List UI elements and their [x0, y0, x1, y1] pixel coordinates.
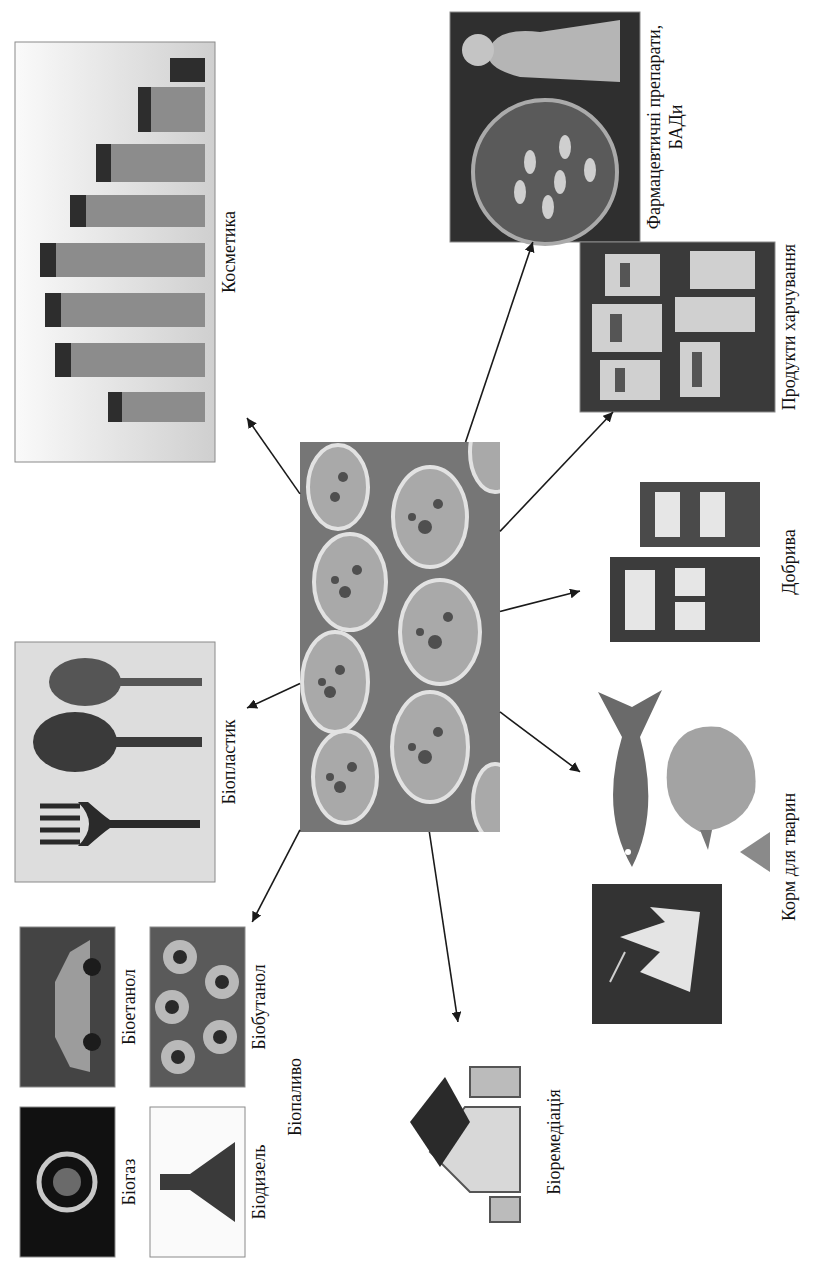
item-label: Фармацевтичні препарати, БАДи	[640, 12, 687, 242]
picture-area	[450, 12, 640, 242]
item-label: Добрива	[775, 472, 801, 652]
label-block: Біоремедіація	[540, 1022, 566, 1262]
picture-node: Фармацевтичні препарати, БАДи	[450, 12, 693, 242]
cosmetics-photo	[15, 42, 215, 462]
biobutanol-photo	[150, 927, 245, 1087]
picture-node: Косметика	[15, 42, 247, 462]
arrow-connector	[247, 683, 300, 708]
label-block: Продукти харчування	[775, 242, 801, 412]
arrow-connector	[429, 832, 458, 1022]
item-label: Продукти харчування	[775, 242, 801, 412]
item-label: Косметика	[215, 42, 241, 462]
arrow-connector	[252, 830, 300, 922]
arrow-connector	[247, 418, 300, 494]
label-block: Біопластик	[215, 642, 241, 882]
food-photo	[580, 242, 775, 412]
picture-node	[300, 442, 500, 832]
arrow-connector	[500, 712, 580, 772]
biodiesel-photo	[150, 1107, 245, 1257]
bioremediation-picture	[380, 1022, 540, 1262]
picture-node: Біогаз	[20, 1107, 147, 1257]
label-block: Фармацевтичні препарати, БАДи	[640, 12, 687, 242]
microalgae-photo	[300, 442, 500, 832]
picture-area	[20, 1107, 115, 1257]
picture-node: Біопластик	[15, 642, 247, 882]
picture-area	[150, 1107, 245, 1257]
picture-node: Корм для тварин	[580, 682, 807, 1032]
fertilizers-photo	[580, 472, 775, 652]
label-block: Біобутанол	[245, 927, 271, 1087]
label-block: Біогаз	[115, 1107, 141, 1257]
biogas-photo	[20, 1107, 115, 1257]
label-block: Біодизель	[245, 1107, 271, 1257]
item-label: Біоремедіація	[540, 1022, 566, 1262]
arrow-connector	[500, 412, 613, 531]
picture-area	[300, 442, 500, 832]
picture-area	[580, 682, 775, 1032]
item-label: Біобутанол	[245, 927, 271, 1087]
picture-area	[15, 42, 215, 462]
picture-node: Продукти харчування	[580, 242, 807, 412]
label-block: Добрива	[775, 472, 801, 652]
picture-area	[150, 927, 245, 1087]
picture-area	[580, 472, 775, 652]
bioplastic-photo	[15, 642, 215, 882]
picture-node: Біодизель	[150, 1107, 277, 1257]
picture-node: Біобутанол	[150, 927, 277, 1087]
picture-area	[15, 642, 215, 882]
item-label: Біоетанол	[115, 927, 141, 1087]
label-block: Біопаливо	[281, 922, 307, 1272]
arrow-connector	[500, 591, 580, 611]
arrow-connector	[466, 242, 533, 442]
label-block: Біоетанол	[115, 927, 141, 1087]
item-label: Біодизель	[245, 1107, 271, 1257]
picture-area	[380, 1022, 540, 1262]
item-label: Корм для тварин	[775, 682, 801, 1032]
item-label: Біопаливо	[281, 922, 307, 1272]
animal-feed-pictures	[592, 690, 770, 1024]
picture-node: Добрива	[580, 472, 807, 652]
picture-node: Біоремедіація	[380, 1022, 572, 1262]
label-block: Косметика	[215, 42, 241, 462]
item-label: Біогаз	[115, 1107, 141, 1257]
pharmaceuticals-photo	[450, 12, 640, 244]
picture-area	[580, 242, 775, 412]
label-block: Корм для тварин	[775, 682, 801, 1032]
picture-area	[10, 922, 281, 1272]
group-node: БіопаливоБіогаз БіоетанолБіодизель Біобута…	[10, 922, 313, 1272]
picture-node: Біоетанол	[20, 927, 147, 1087]
picture-area	[20, 927, 115, 1087]
item-label: Біопластик	[215, 642, 241, 882]
bioethanol-photo	[20, 927, 115, 1087]
